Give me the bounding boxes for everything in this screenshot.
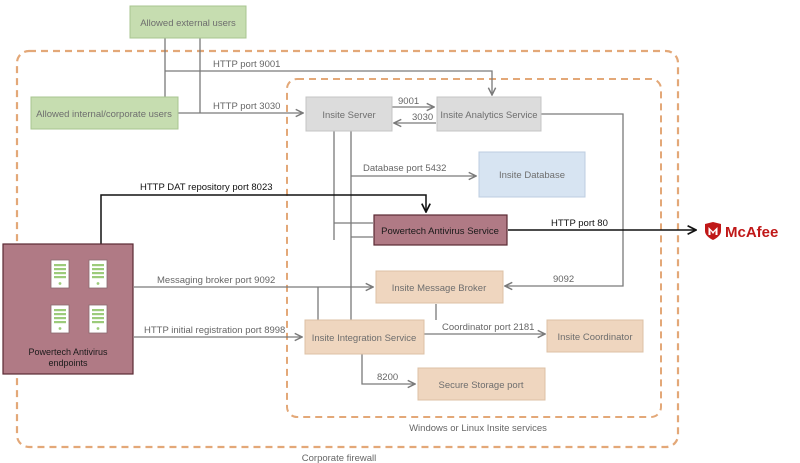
label-port-8200: 8200 — [377, 372, 398, 383]
label-port-9001: 9001 — [398, 96, 419, 107]
node-insite-coordinator: Insite Coordinator — [546, 319, 644, 353]
server-device-icon — [50, 304, 70, 334]
connector-9092-right — [505, 113, 624, 286]
node-integration-service: Insite Integration Service — [304, 319, 425, 355]
connector-dat-repo — [100, 194, 426, 244]
insite-server-label: Insite Server — [322, 110, 375, 121]
node-external-users: Allowed external users — [129, 5, 247, 39]
endpoints-label-line1: Powertech Antivirus — [28, 347, 108, 357]
node-endpoints: Powertech Antivirus endpoints — [2, 243, 134, 375]
label-http-3030: HTTP port 3030 — [213, 101, 280, 112]
node-internal-users: Allowed internal/corporate users — [30, 96, 179, 130]
mcafee-wordmark: McAfee — [725, 224, 778, 241]
insite-database-label: Insite Database — [499, 170, 565, 181]
black-connectors — [100, 194, 696, 244]
secure-storage-label: Secure Storage port — [438, 380, 523, 391]
connector-secure-storage — [361, 354, 415, 384]
label-dat-repo: HTTP DAT repository port 8023 — [140, 182, 273, 193]
external-users-label: Allowed external users — [140, 18, 236, 29]
mcafee-logo: McAfee — [705, 222, 778, 241]
antivirus-service-label: Powertech Antivirus Service — [381, 226, 499, 237]
analytics-service-label: Insite Analytics Service — [440, 110, 537, 121]
label-init-reg: HTTP initial registration port 8998 — [144, 325, 285, 336]
node-antivirus-service: Powertech Antivirus Service — [373, 214, 508, 246]
connector-http-9001 — [165, 70, 492, 95]
node-insite-database: Insite Database — [478, 151, 586, 198]
mcafee-shield-icon — [705, 222, 721, 240]
connectors — [134, 38, 624, 384]
node-insite-server: Insite Server — [305, 96, 393, 132]
insite-coordinator-label: Insite Coordinator — [558, 332, 633, 343]
label-database-port: Database port 5432 — [363, 163, 446, 174]
insite-services-zone — [286, 78, 662, 418]
label-broker-9092: Messaging broker port 9092 — [157, 275, 275, 286]
server-device-icon — [88, 304, 108, 334]
message-broker-label: Insite Message Broker — [392, 283, 487, 294]
label-port-9092: 9092 — [553, 274, 574, 285]
label-http-9001: HTTP port 9001 — [213, 59, 280, 70]
server-device-icon — [50, 259, 70, 289]
label-coordinator-2181: Coordinator port 2181 — [442, 322, 534, 333]
node-analytics-service: Insite Analytics Service — [436, 96, 542, 132]
node-secure-storage: Secure Storage port — [417, 367, 546, 401]
label-port-3030: 3030 — [412, 112, 433, 123]
node-message-broker: Insite Message Broker — [375, 270, 504, 304]
endpoints-label-line2: endpoints — [48, 358, 88, 368]
label-http-80: HTTP port 80 — [551, 218, 608, 229]
insite-services-label: Windows or Linux Insite services — [409, 423, 547, 434]
server-device-icon — [88, 259, 108, 289]
internal-users-label: Allowed internal/corporate users — [36, 109, 172, 120]
integration-service-label: Insite Integration Service — [312, 333, 417, 344]
corporate-firewall-label: Corporate firewall — [302, 453, 376, 463]
